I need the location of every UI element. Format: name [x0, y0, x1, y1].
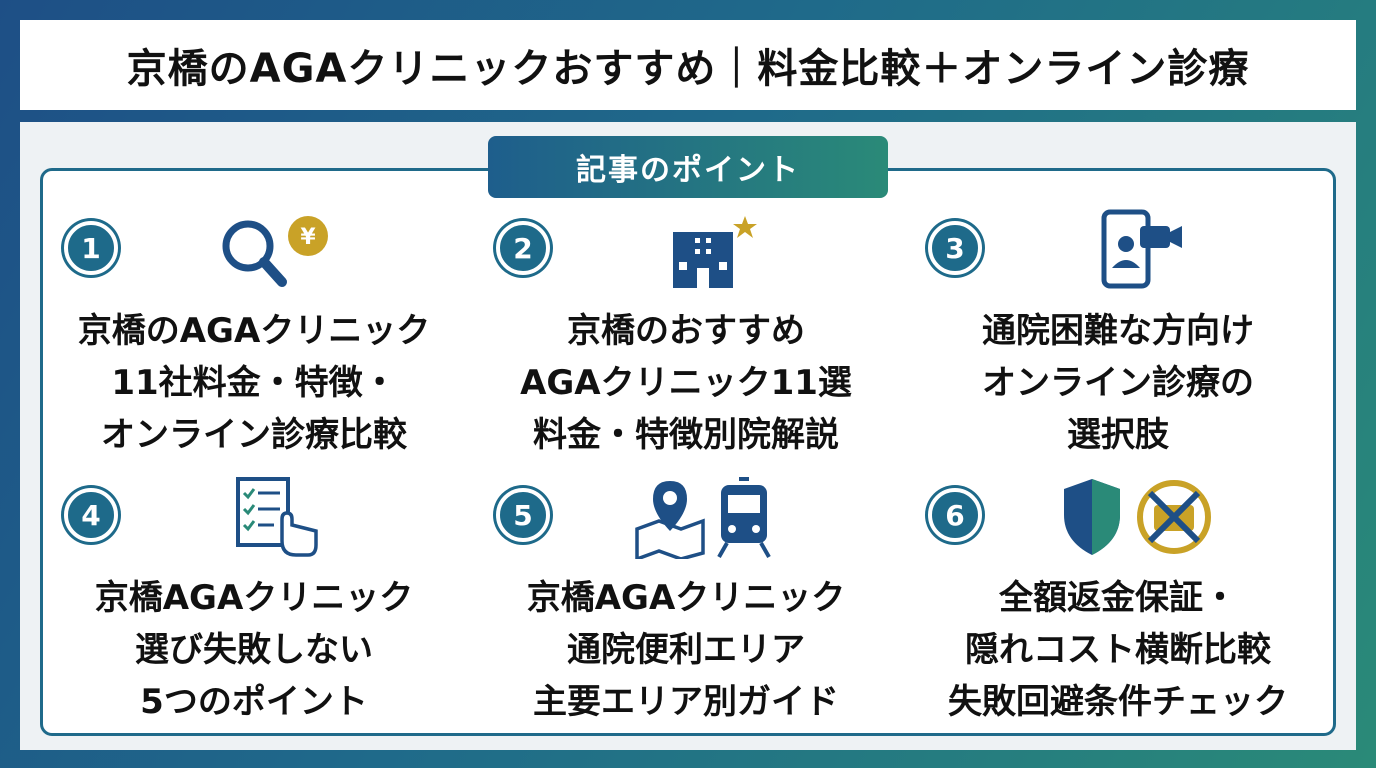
hospital-star-icon	[626, 205, 786, 295]
point-card-2: 2 京橋のおすすめ AGAクリニック11選 料金・特徴別院解説	[476, 205, 896, 455]
point-number-4: 4	[64, 488, 118, 542]
point-card-4: 4 京橋AGAクリニック 選び失敗しない 5つのポイント	[44, 472, 464, 722]
page-title: 京橋のAGAクリニックおすすめ｜料金比較＋オンライン診療	[126, 46, 1250, 92]
point-card-6: 6 全額返金保証・ 隠れコスト横断比較 失敗回避条件チェック	[908, 472, 1328, 722]
point-text-5: 京橋AGAクリニック 通院便利エリア 主要エリア別ガイド	[526, 578, 846, 722]
point-number-2: 2	[496, 221, 550, 275]
map-pin-train-icon	[606, 472, 806, 562]
point-card-3: 3 通院困難な方向け オンライン診療の 選択肢	[908, 205, 1328, 455]
magnifier-yen-icon: ¥	[194, 205, 354, 295]
shield-no-wallet-icon	[1038, 472, 1238, 562]
point-text-6: 全額返金保証・ 隠れコスト横断比較 失敗回避条件チェック	[948, 578, 1288, 722]
section-label: 記事のポイント	[488, 136, 888, 198]
checklist-hand-icon	[194, 472, 354, 562]
svg-text:¥: ¥	[300, 225, 316, 250]
point-text-4: 京橋AGAクリニック 選び失敗しない 5つのポイント	[94, 578, 414, 722]
point-text-2: 京橋のおすすめ AGAクリニック11選 料金・特徴別院解説	[520, 311, 852, 455]
point-number-3: 3	[928, 221, 982, 275]
point-number-6: 6	[928, 488, 982, 542]
title-bar: 京橋のAGAクリニックおすすめ｜料金比較＋オンライン診療	[20, 20, 1356, 110]
point-text-3: 通院困難な方向け オンライン診療の 選択肢	[982, 311, 1254, 455]
point-text-1: 京橋のAGAクリニック 11社料金・特徴・ オンライン診療比較	[77, 311, 431, 455]
smartphone-video-icon	[1058, 205, 1218, 295]
point-card-5: 5 京橋AGAクリニック 通院便利エリア 主要エリア別ガイド	[476, 472, 896, 722]
point-card-1: 1 ¥ 京橋のAGAクリニック 11社料金・特徴・ オンライン診療比較	[44, 205, 464, 455]
point-number-5: 5	[496, 488, 550, 542]
point-number-1: 1	[64, 221, 118, 275]
